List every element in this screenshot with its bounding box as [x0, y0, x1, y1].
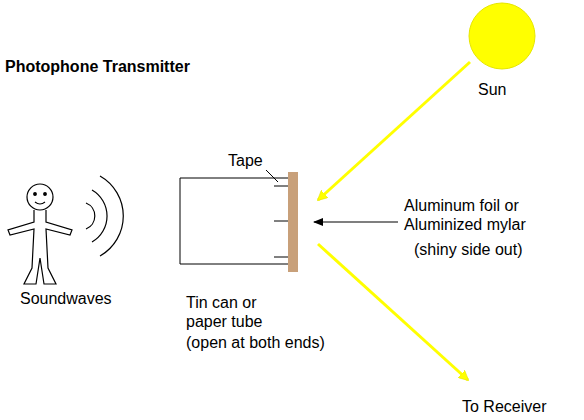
- foil-note: (shiny side out): [414, 240, 523, 259]
- soundwaves-label: Soundwaves: [20, 289, 112, 308]
- receiver-label: To Receiver: [462, 397, 546, 416]
- tape-label: Tape: [228, 151, 263, 170]
- diagram-title: Photophone Transmitter: [5, 57, 190, 76]
- person: [8, 184, 72, 284]
- tape-strips: [274, 186, 290, 257]
- tube-note: (open at both ends): [186, 333, 325, 352]
- foil-label: Aluminum foil or Aluminized mylar: [404, 196, 544, 234]
- sun-label: Sun: [478, 80, 506, 99]
- sun: [469, 3, 535, 69]
- tape-leader: [266, 170, 278, 182]
- sound-waves: [86, 176, 123, 256]
- reflected-light: [318, 244, 468, 380]
- tube-label: Tin can or paper tube: [186, 293, 286, 331]
- foil-pointer: [314, 221, 398, 222]
- incoming-light: [318, 62, 470, 200]
- tin-can: [180, 178, 290, 264]
- foil-diaphragm: [288, 172, 298, 272]
